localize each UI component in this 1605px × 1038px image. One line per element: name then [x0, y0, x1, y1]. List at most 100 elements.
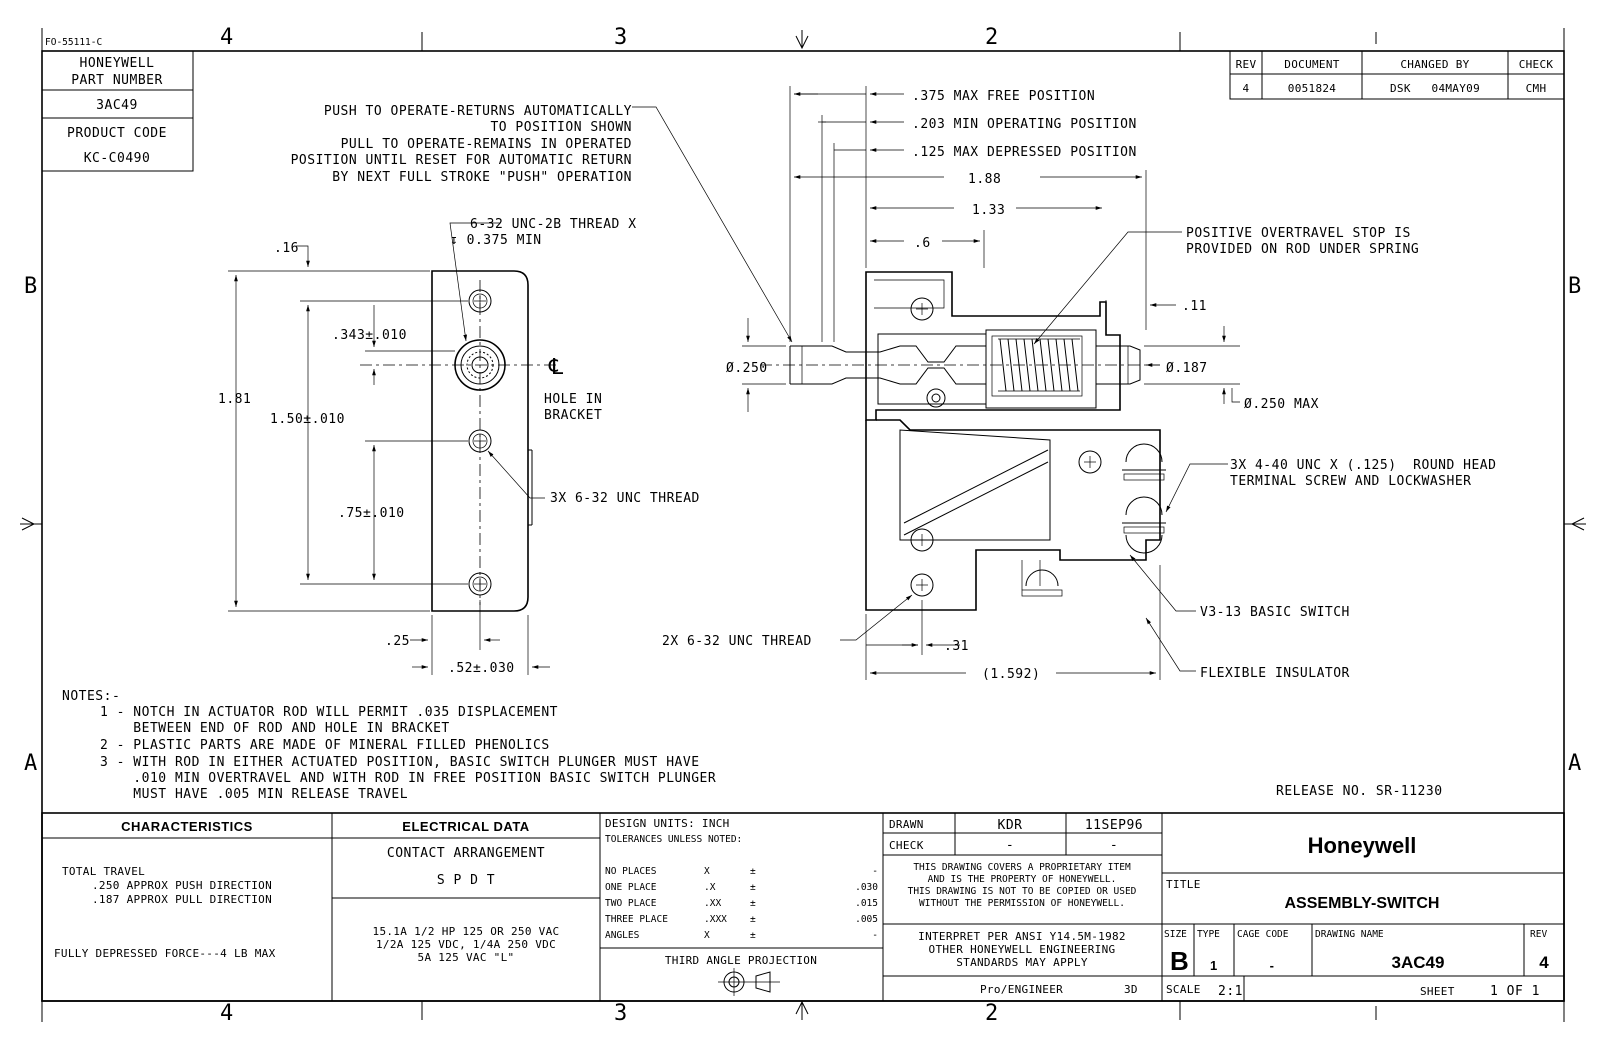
- thread-note-2: ↧ 0.375 MIN: [450, 233, 542, 248]
- insulator-note: FLEXIBLE INSULATOR: [1200, 666, 1350, 681]
- rev-check: CMH: [1526, 82, 1547, 95]
- notes: NOTES:- 1 - NOTCH IN ACTUATOR ROD WILL P…: [62, 689, 716, 802]
- proengineer-3d: 3D: [1124, 983, 1138, 996]
- zone-top-2: 2: [985, 25, 998, 50]
- rating-line-2: 1/2A 125 VDC, 1/4A 250 VDC: [376, 938, 556, 951]
- proprietary-1: THIS DRAWING COVERS A PROPRIETARY ITEM: [913, 862, 1131, 873]
- check-date: -: [1110, 838, 1118, 853]
- zone-top-3: 3: [614, 25, 627, 50]
- dim-dia-250: Ø.250: [726, 361, 768, 376]
- check-label: CHECK: [889, 839, 924, 852]
- tol-row-0-label: NO PLACES: [605, 866, 657, 877]
- zone-left-b: B: [24, 274, 37, 299]
- dim-011: .11: [1182, 299, 1207, 314]
- actuator-rod: [760, 345, 1160, 385]
- screw-note-2: TERMINAL SCREW AND LOCKWASHER: [1230, 474, 1471, 489]
- tol-row-3-label: THREE PLACE: [605, 914, 668, 925]
- rev-number: 4: [1539, 953, 1549, 972]
- size-value: B: [1170, 946, 1189, 976]
- product-code-label: PRODUCT CODE: [67, 126, 167, 141]
- tol-row-4-code: X: [704, 930, 710, 941]
- dim-max-depressed: .125 MAX DEPRESSED POSITION: [912, 145, 1137, 160]
- dim-0343: .343±.010: [332, 328, 407, 343]
- drawing-name-label: DRAWING NAME: [1315, 929, 1384, 940]
- tol-row-3-value: .005: [855, 914, 878, 925]
- end-view-hole-mid: [468, 429, 492, 453]
- revision-table: REV DOCUMENT CHANGED BY CHECK 4 0051824 …: [1229, 50, 1565, 100]
- fully-depressed-force: FULLY DEPRESSED FORCE---4 LB MAX: [54, 947, 276, 960]
- stop-note-2: PROVIDED ON ROD UNDER SPRING: [1186, 242, 1419, 257]
- char-line-3: .187 APPROX PULL DIRECTION: [92, 893, 272, 906]
- dim-06: .6: [914, 236, 931, 251]
- interpret-1: INTERPRET PER ANSI Y14.5M-1982: [918, 930, 1126, 943]
- part-number-label-2: PART NUMBER: [71, 73, 163, 88]
- zone-right-a: A: [1568, 751, 1581, 776]
- tolerance-table: NO PLACES X ± - ONE PLACE .X ± .030 TWO …: [605, 866, 878, 941]
- side-view: [632, 86, 1240, 680]
- zone-left-a: A: [24, 751, 37, 776]
- scale-label: SCALE: [1166, 983, 1201, 996]
- release-number: RELEASE NO. SR-11230: [1276, 784, 1443, 799]
- zone-top-4: 4: [220, 25, 233, 50]
- tolerances-label: TOLERANCES UNLESS NOTED:: [605, 834, 742, 845]
- tol-row-1-label: ONE PLACE: [605, 882, 657, 893]
- hole-note-2: BRACKET: [544, 408, 602, 423]
- cage-code-value: -: [1270, 958, 1275, 973]
- dim-025: .25: [385, 634, 410, 649]
- contact-arrangement-value: S P D T: [437, 873, 495, 888]
- rev-header-check: CHECK: [1519, 58, 1554, 71]
- interpret-3: STANDARDS MAY APPLY: [956, 956, 1088, 969]
- form-number: FO-55111-C: [45, 37, 102, 48]
- cage-code-label: CAGE CODE: [1237, 929, 1289, 940]
- tol-row-2-label: TWO PLACE: [605, 898, 657, 909]
- note-line-1: 1 - NOTCH IN ACTUATOR ROD WILL PERMIT .0…: [100, 705, 558, 720]
- characteristics-header: CHARACTERISTICS: [121, 819, 253, 834]
- tol-row-3-pm: ±: [750, 914, 756, 925]
- push-note-2: TO POSITION SHOWN: [490, 120, 632, 135]
- proprietary-2: AND IS THE PROPERTY OF HONEYWELL.: [928, 874, 1117, 885]
- part-number-box: HONEYWELL PART NUMBER 3AC49 PRODUCT CODE…: [41, 50, 194, 172]
- drawn-by: KDR: [998, 818, 1023, 833]
- dim-dia-250-max: Ø.250 MAX: [1244, 397, 1319, 412]
- drawn-date: 11SEP96: [1085, 818, 1143, 833]
- company-logo: Honeywell: [1308, 833, 1417, 858]
- tol-row-2-code: .XX: [704, 898, 721, 909]
- dim-031: .31: [944, 639, 969, 654]
- thread-3x-note: 3X 6-32 UNC THREAD: [550, 491, 700, 506]
- zone-right-b: B: [1568, 274, 1581, 299]
- title-block: [41, 812, 1565, 1002]
- tol-row-1-code: .X: [704, 882, 716, 893]
- size-label: SIZE: [1164, 929, 1187, 940]
- char-line-1: TOTAL TRAVEL: [62, 865, 145, 878]
- drawing-name-value: 3AC49: [1392, 953, 1445, 972]
- zone-bottom-3: 3: [614, 1001, 627, 1026]
- electrical-header: ELECTRICAL DATA: [402, 819, 529, 834]
- rating-line-3: 5A 125 VAC "L": [418, 951, 515, 964]
- rev-header-changed-by: CHANGED BY: [1400, 58, 1469, 71]
- tol-row-2-pm: ±: [750, 898, 756, 909]
- note-line-2: BETWEEN END OF ROD AND HOLE IN BRACKET: [100, 721, 450, 736]
- proengineer-label: Pro/ENGINEER: [980, 983, 1063, 996]
- dim-free-position: .375 MAX FREE POSITION: [912, 89, 1095, 104]
- dim-075: .75±.010: [338, 506, 405, 521]
- part-number-value: 3AC49: [96, 98, 138, 113]
- sheet-value: 1 OF 1: [1490, 984, 1540, 999]
- end-view-center-boss: [454, 339, 506, 391]
- rev-header-rev: REV: [1236, 58, 1257, 71]
- projection-label: THIRD ANGLE PROJECTION: [665, 954, 817, 967]
- char-line-2: .250 APPROX PUSH DIRECTION: [92, 879, 272, 892]
- note-line-6: MUST HAVE .005 MIN RELEASE TRAVEL: [100, 787, 408, 802]
- note-line-3: 2 - PLASTIC PARTS ARE MADE OF MINERAL FI…: [100, 738, 550, 753]
- rev-value: 4: [1243, 82, 1250, 95]
- rev-changed-by: DSK 04MAY09: [1390, 82, 1480, 95]
- tol-row-4-label: ANGLES: [605, 930, 640, 941]
- tol-row-0-value: -: [872, 866, 878, 877]
- hole-note-1: HOLE IN: [544, 392, 602, 407]
- rev-header-document: DOCUMENT: [1284, 58, 1339, 71]
- third-angle-projection-icon: [718, 968, 780, 996]
- tol-row-0-code: X: [704, 866, 710, 877]
- thread-note-1: 6-32 UNC-2B THREAD X: [470, 217, 637, 232]
- rev-document: 0051824: [1288, 82, 1337, 95]
- tol-row-1-pm: ±: [750, 882, 756, 893]
- dim-133: 1.33: [972, 203, 1005, 218]
